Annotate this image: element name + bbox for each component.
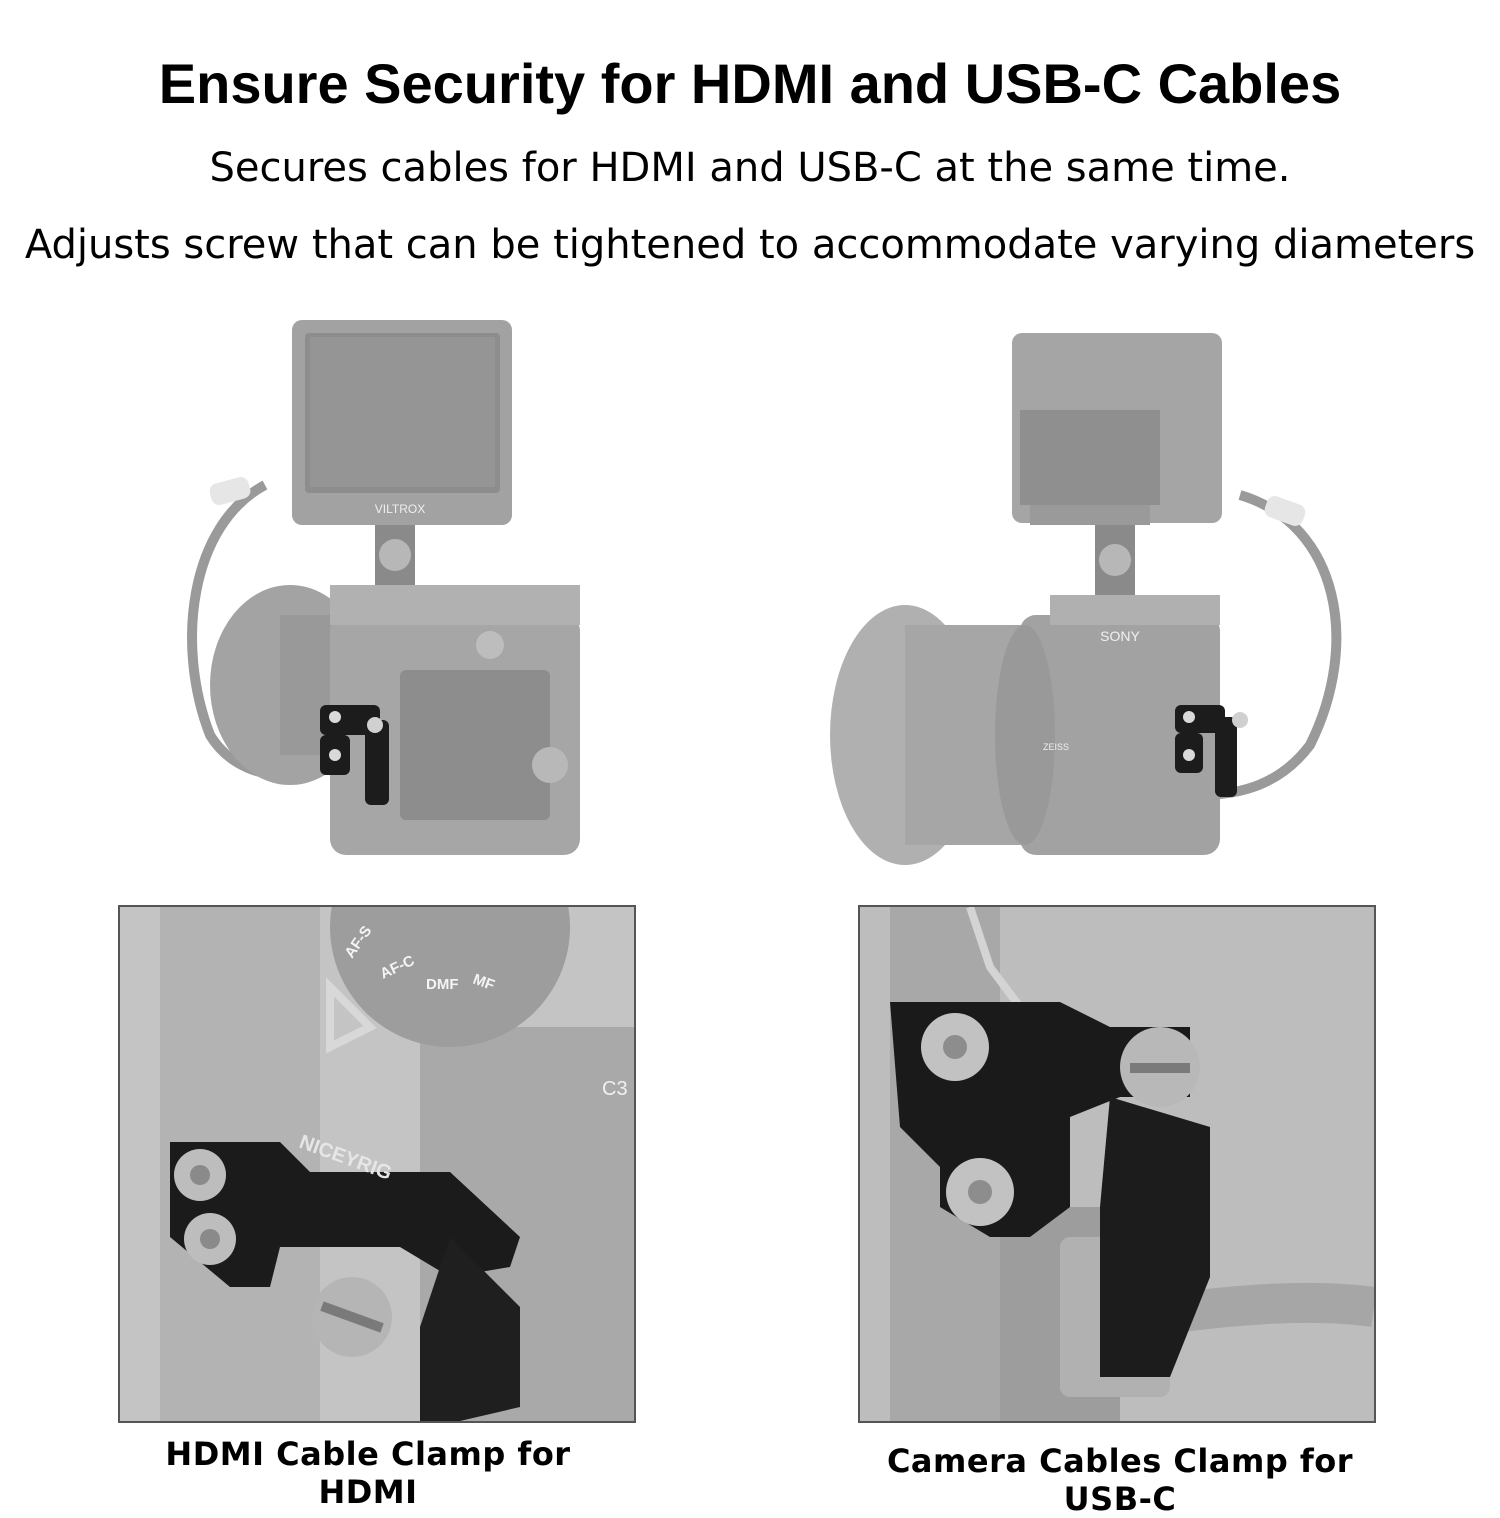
subtitle-2: Adjusts screw that can be tightened to a… [24, 222, 1476, 268]
lens-brand-label: ZEISS [1043, 742, 1069, 752]
usbc-clamp-detail-photo [858, 905, 1376, 1423]
button-label-c3: C3 [602, 1078, 628, 1100]
camera-rig-photo-right: SONY ZEISS [820, 325, 1380, 885]
hdmi-clamp-detail-photo: AF-S AF-C DMF MF C3 NICEYRIG [118, 905, 636, 1423]
camera-rig-photo-left: VILTROX [170, 315, 650, 885]
dial-label-dmf: DMF [426, 976, 459, 993]
caption-hdmi-clamp: HDMI Cable Clamp for HDMI [165, 1435, 571, 1511]
camera-brand-label: SONY [1100, 628, 1140, 644]
caption-usbc-clamp: Camera Cables Clamp for USB-C [886, 1442, 1354, 1518]
monitor-brand-label: VILTROX [375, 502, 425, 516]
page-title: Ensure Security for HDMI and USB-C Cable… [158, 52, 1342, 115]
subtitle-1: Secures cables for HDMI and USB-C at the… [209, 145, 1291, 191]
dial-label-mf: MF [471, 971, 497, 994]
